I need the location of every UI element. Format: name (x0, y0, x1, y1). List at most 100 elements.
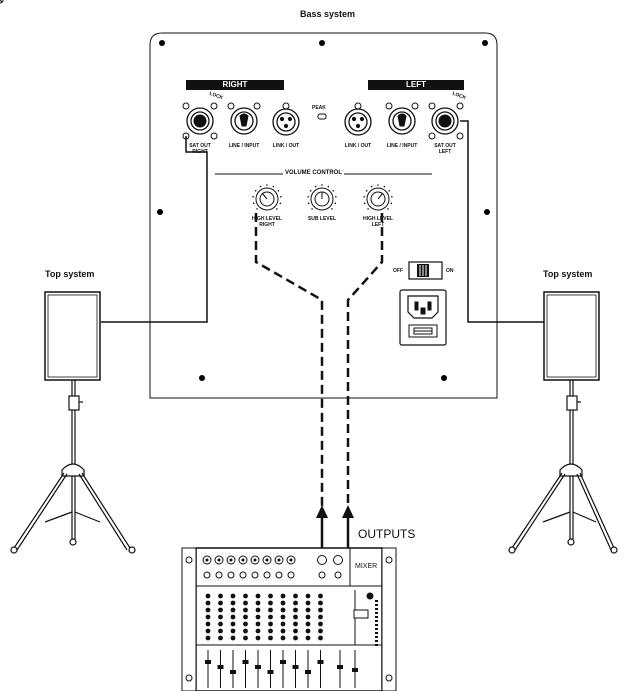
knob-tick (387, 208, 389, 210)
mixer-channel-knob (218, 593, 223, 599)
knob-tick (254, 189, 257, 192)
link-out-left-connector (344, 102, 372, 136)
mixer-channel-knob (305, 593, 311, 599)
mixer-channel-knob (218, 607, 223, 613)
knob-tick (256, 208, 258, 210)
mixer-level-meter-led (375, 620, 378, 622)
mixer-channel-knob (255, 635, 261, 641)
knob-tick (266, 184, 268, 186)
mixer-channel-knob (318, 628, 323, 634)
mixer (181, 547, 397, 691)
sat-out-left-connector (428, 102, 464, 140)
mixer-master-knob (366, 592, 374, 600)
mixer-channel-knob (268, 593, 273, 599)
sat-out-right-connector (182, 102, 218, 140)
line-input-right-connector (227, 102, 261, 135)
mixer-channel-knob (243, 635, 248, 641)
mixer-channel-knob (318, 600, 323, 606)
knob-tick (363, 196, 365, 198)
knob-tick (276, 208, 278, 210)
mixer-level-meter-led (375, 624, 378, 626)
mixer-channel-knob (293, 635, 298, 641)
panel-screws (0, 0, 4, 4)
mixer-input-jack-core (217, 558, 221, 562)
cable-left-top (460, 120, 545, 323)
mixer-channel-knob (293, 628, 298, 634)
knob-tick (383, 185, 386, 188)
tripod-stand-left (10, 380, 136, 554)
cable-right-top (101, 136, 208, 323)
knob-tick (280, 196, 282, 198)
mixer-input-jack-core (277, 558, 281, 562)
mixer-output-jack (334, 571, 342, 579)
mixer-channel-knob (255, 607, 261, 613)
knob-tick (365, 189, 368, 192)
mixer-level-meter-led (375, 608, 378, 610)
power-inlet (399, 289, 447, 346)
mixer-channel-knob (293, 593, 298, 599)
mixer-master-fader-cap (337, 665, 343, 669)
mixer-fader-cap (292, 665, 299, 669)
mixer-level-meter-led (375, 628, 378, 630)
mixer-channel-knob (280, 593, 286, 599)
mixer-channel-knob (243, 593, 248, 599)
mixer-channel-knob (205, 635, 211, 641)
mixer-channel-knob (280, 607, 286, 613)
mixer-channel-knob (293, 621, 298, 627)
knob-tick (309, 189, 312, 192)
mixer-channel-knob (280, 621, 286, 627)
mixer-level-meter-led (375, 632, 378, 634)
knob-tick (331, 208, 333, 210)
mixer-channel-knob (230, 628, 236, 634)
mixer-insert-jack (239, 571, 247, 579)
mixer-channel-knob (218, 621, 223, 627)
output-arrows (316, 505, 354, 518)
mixer-channel-knob (280, 635, 286, 641)
top-speaker-left (44, 291, 101, 381)
mixer-channel-knob (268, 628, 273, 634)
switch-on-label: ON (446, 268, 454, 274)
knob-tick (388, 189, 391, 192)
mixer-channel-knob (218, 600, 223, 606)
knob-high-level-left (366, 187, 390, 211)
mixer-output-jack (317, 555, 327, 565)
top-speaker-right (543, 291, 600, 381)
mixer-channel-knob (255, 600, 261, 606)
top-system-left-label: Top system (45, 269, 95, 279)
mixer-insert-jack (227, 571, 235, 579)
mixer-level-meter-led (375, 616, 378, 618)
knob-tick (332, 189, 335, 192)
signal-cables (254, 213, 384, 515)
mixer-input-jack-core (289, 558, 293, 562)
left-header: LEFT (368, 80, 464, 90)
mixer-channel-knob (243, 621, 248, 627)
mixer-channel-knob (230, 614, 236, 620)
knob-tick (321, 184, 323, 186)
mixer-channel-knob (280, 614, 286, 620)
sub-level-label: SUB LEVEL (307, 216, 337, 222)
knob-sub-level (310, 187, 334, 211)
mixer-insert-jack (263, 571, 271, 579)
mixer-channel-knob (305, 621, 311, 627)
mixer-insert-jack (215, 571, 223, 579)
peak-led (317, 113, 327, 120)
mixer-channel-knob (230, 600, 236, 606)
mixer-input-jack-core (205, 558, 209, 562)
mixer-channel-knob (218, 628, 223, 634)
knob-tick (327, 185, 330, 188)
mixer-channel-knob (280, 600, 286, 606)
bass-system-title: Bass system (300, 9, 356, 19)
mixer-level-meter-led (375, 600, 378, 602)
mixer-input-jack-core (241, 558, 245, 562)
knob-tick (335, 196, 337, 198)
mixer-channel-knob (218, 614, 223, 620)
mixer-insert-jack (203, 571, 211, 579)
knob-tick (391, 196, 393, 198)
mixer-channel-knob (318, 593, 323, 599)
mixer-channel-knob (280, 628, 286, 634)
link-out-right-label: LINK / OUT (272, 143, 300, 149)
mixer-master-fader-cap (352, 668, 358, 672)
mixer-level-meter-led (375, 640, 378, 642)
top-system-right-label: Top system (543, 269, 593, 279)
mixer-input-jack-core (265, 558, 269, 562)
